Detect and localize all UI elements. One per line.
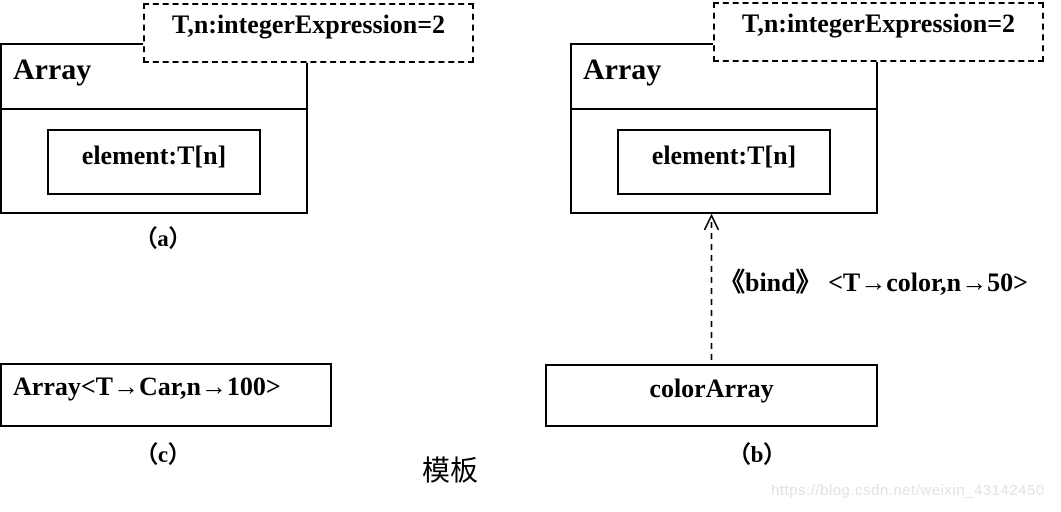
watermark-text: https://blog.csdn.net/weixin_43142450	[771, 482, 1045, 499]
class-name-a: Array	[13, 53, 92, 86]
figure-label-a: （a）	[134, 226, 192, 251]
attr-compartment-a: element:T[n]	[2, 108, 306, 212]
bind-stereotype-label: 《bind》 <T→color,n→50>	[719, 268, 1028, 297]
attribute-box-b: element:T[n]	[617, 129, 831, 195]
color-array-box: colorArray	[545, 364, 878, 427]
class-box-array-b: Array element:T[n]	[570, 43, 878, 214]
attribute-box-a: element:T[n]	[47, 129, 261, 195]
template-parameter-box-a: T,n:integerExpression=2	[143, 3, 474, 63]
attr-compartment-b: element:T[n]	[572, 108, 876, 212]
figure-label-b: （b）	[727, 442, 787, 467]
figure-label-c: （c）	[134, 442, 192, 467]
template-parameter-box-b: T,n:integerExpression=2	[713, 2, 1044, 62]
class-box-array-a: Array element:T[n]	[0, 43, 308, 214]
class-name-b: Array	[583, 53, 662, 86]
instantiated-array-box: Array<T→Car,n→100>	[0, 363, 332, 427]
diagram-caption: 模板	[422, 456, 479, 487]
